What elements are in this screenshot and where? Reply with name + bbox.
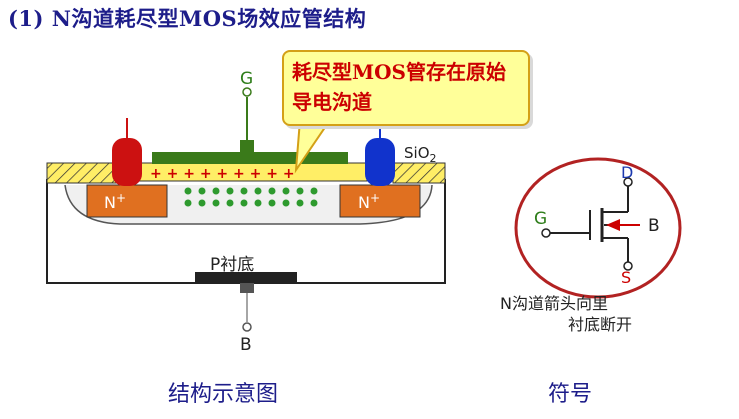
gate-terminal-stem <box>240 140 254 154</box>
symbol-b-label: B <box>648 216 660 236</box>
symbol-caption: 符号 <box>548 382 593 407</box>
n-plus-left <box>86 184 168 218</box>
gate-terminal-node <box>242 87 252 97</box>
substrate-label: P衬底 <box>210 255 254 275</box>
body-label: B <box>240 335 252 355</box>
page-title: (1) N沟道耗尽型MOS场效应管结构 <box>8 6 367 31</box>
channel-electrons <box>184 187 318 207</box>
callout-box: 耗尽型MOS管存在原始导电沟道 <box>282 50 530 126</box>
sio2-layer-right <box>392 162 446 184</box>
callout-text: 耗尽型MOS管存在原始导电沟道 <box>292 60 507 114</box>
symbol-ring <box>514 157 682 299</box>
sio2-label: SiO2 <box>404 144 437 165</box>
drain-terminal <box>112 138 142 186</box>
symbol-arrow-in <box>606 219 620 231</box>
gate-label: G <box>240 69 253 89</box>
source-terminal <box>365 138 395 186</box>
symbol-drain-node <box>623 177 633 187</box>
symbol-note-line1: N沟道箭头向里 <box>500 294 608 313</box>
body-terminal-node <box>242 322 252 332</box>
symbol-s-label: S <box>621 268 631 287</box>
n-plus-right-label: N+ <box>358 191 380 212</box>
body-terminal-stem <box>240 283 254 293</box>
symbol-g-label: G <box>534 209 547 229</box>
body-contact-plate <box>195 272 297 284</box>
symbol-d-label: D <box>621 163 633 182</box>
structure-caption: 结构示意图 <box>168 382 279 407</box>
symbol-gate-node <box>541 228 551 238</box>
symbol-note-line2: 衬底断开 <box>568 315 633 334</box>
n-plus-left-label: N+ <box>104 191 126 212</box>
n-plus-right <box>339 184 421 218</box>
positive-charges: + + + + + + + + + <box>150 166 295 182</box>
symbol-source-node <box>623 261 633 271</box>
